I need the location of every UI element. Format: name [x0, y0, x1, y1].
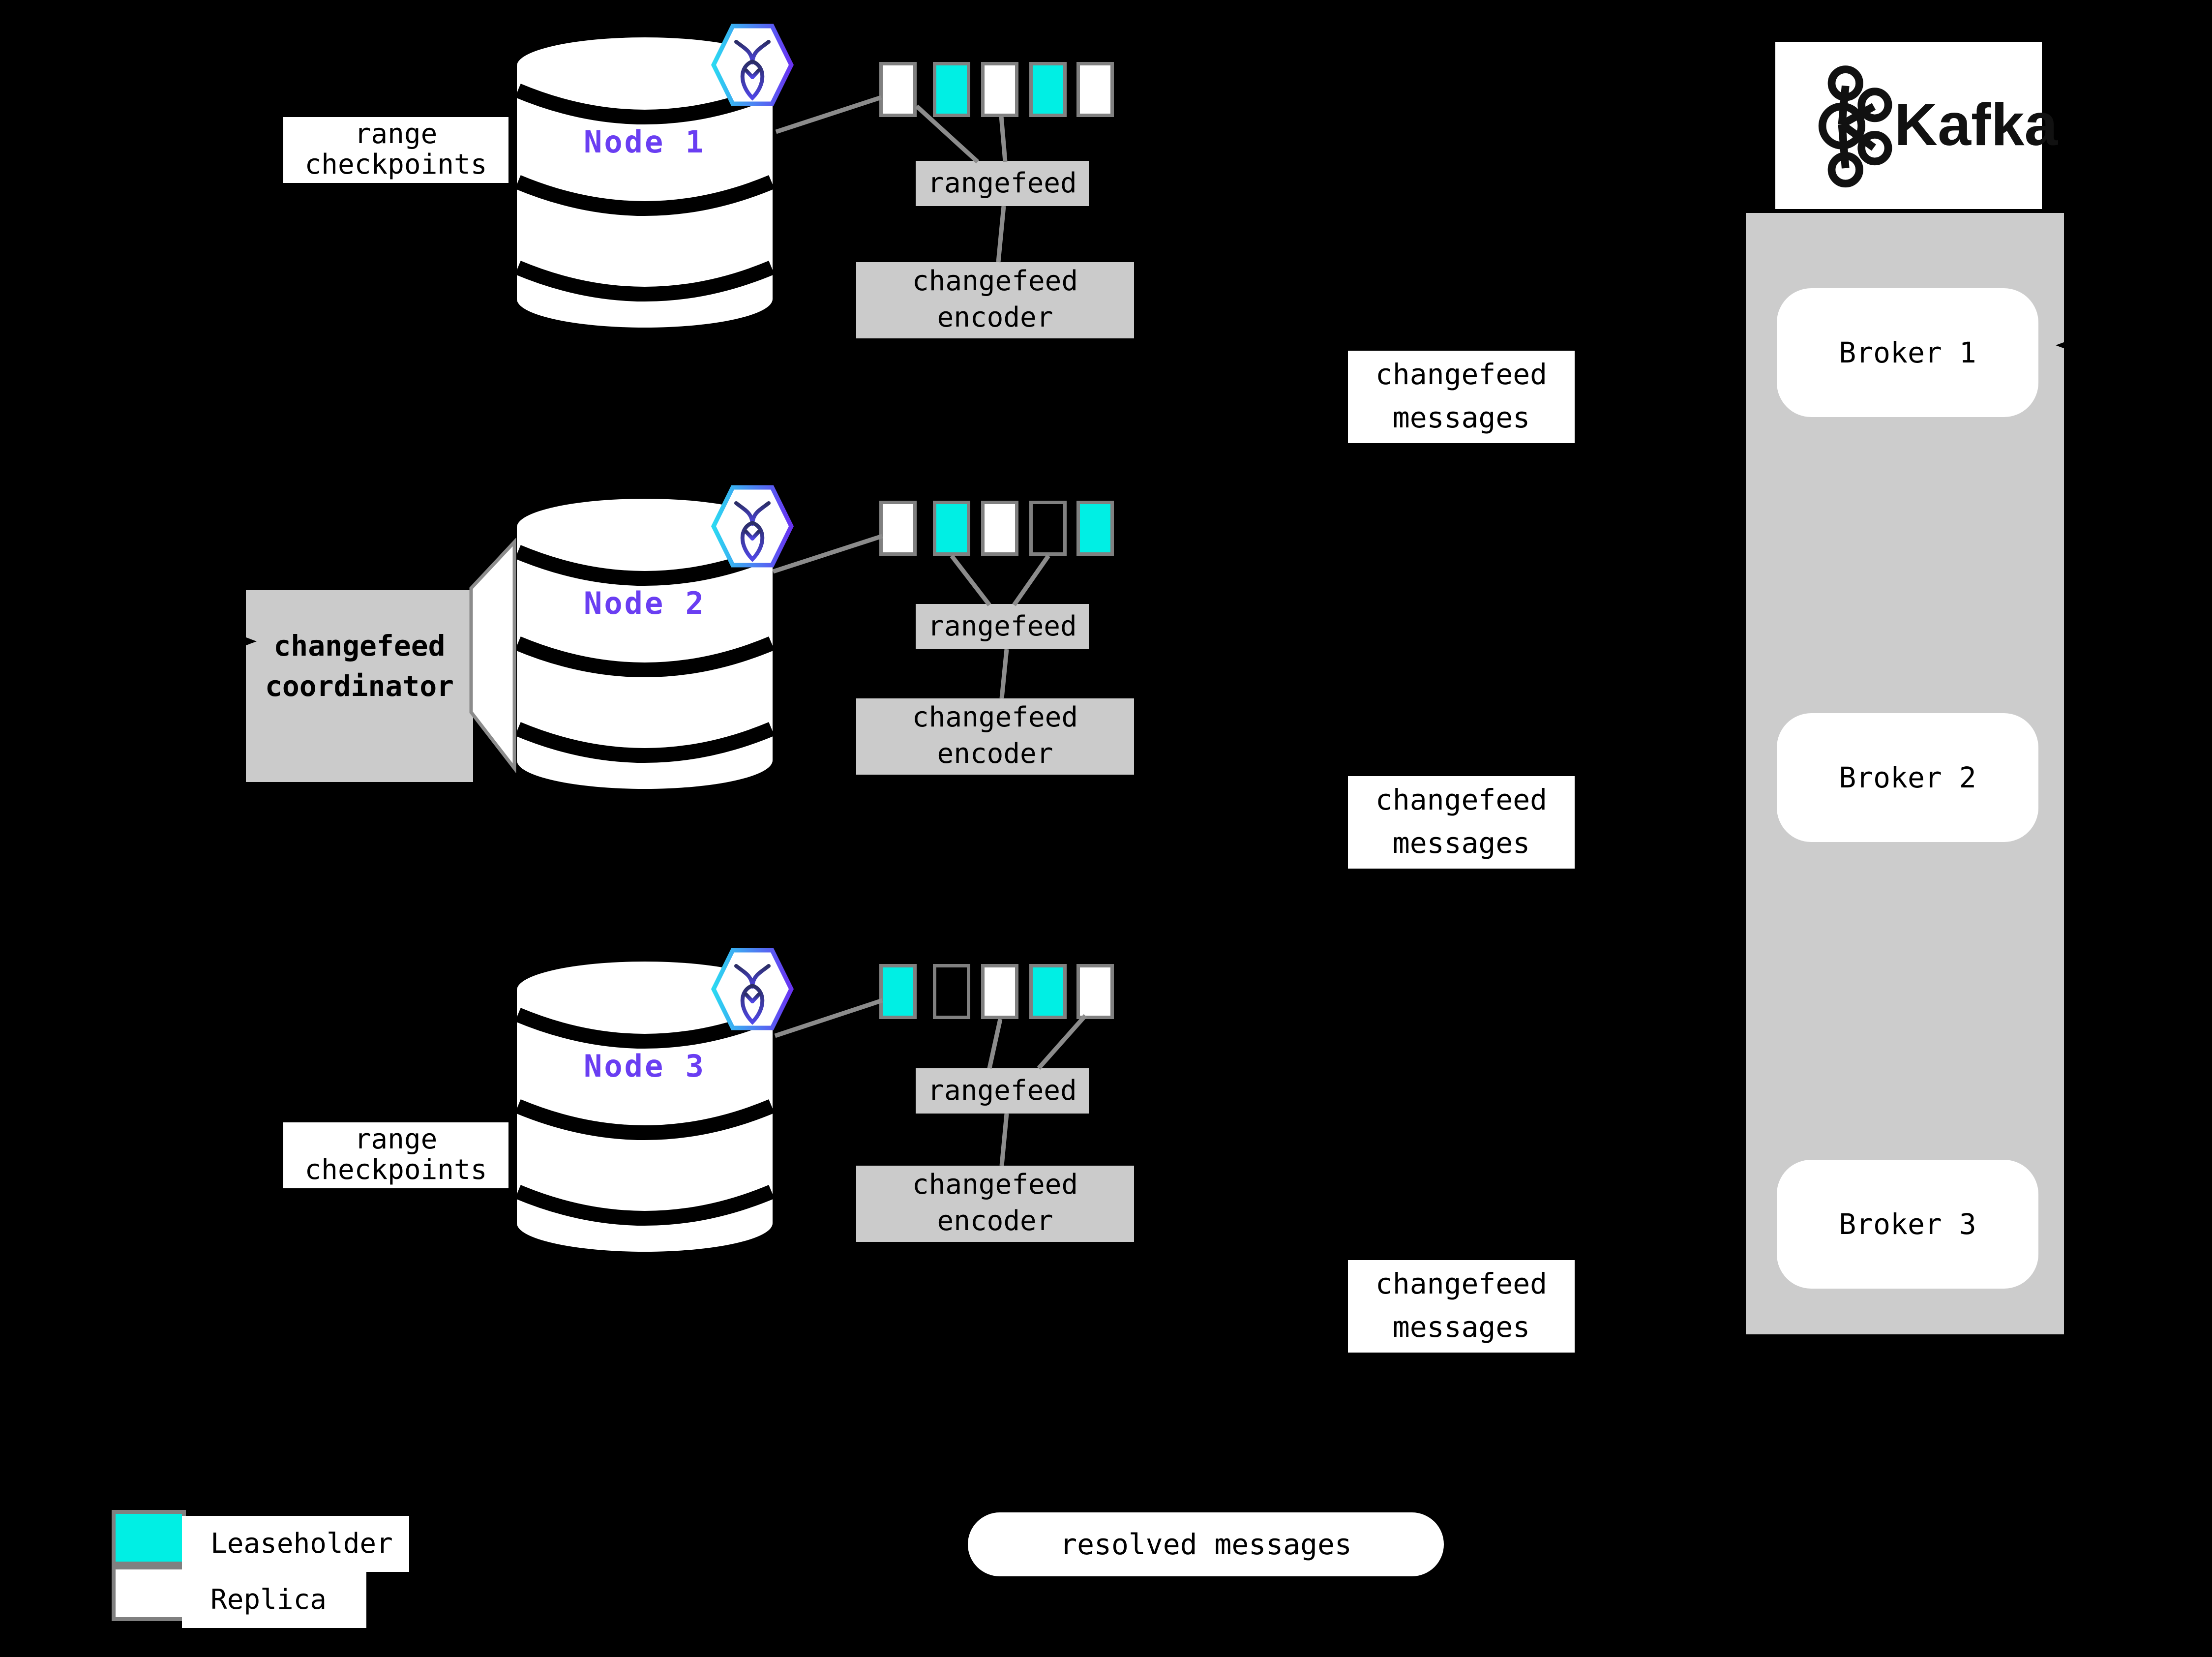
broker-box: Broker 1 [1777, 288, 2038, 417]
rangefeed-box: rangefeed [916, 604, 1089, 649]
replica-rect [933, 62, 970, 117]
changefeed-messages-label: changefeed messages [1348, 1260, 1575, 1353]
node-1-label: Node 1 [584, 124, 706, 160]
replica-rect [879, 62, 917, 117]
replica-rect [1029, 62, 1067, 117]
replica-rect [1076, 62, 1114, 117]
cockroachdb-icon [711, 948, 794, 1030]
replica-rect [1029, 964, 1067, 1019]
legend-swatch-leaseholder [112, 1510, 186, 1566]
replica-rect [879, 964, 917, 1019]
legend-swatch-replica [112, 1566, 186, 1621]
node-2-cylinder [515, 499, 775, 789]
replica-rect [981, 964, 1018, 1019]
changefeed-messages-label: changefeed messages [1348, 351, 1575, 443]
kafka-icon [1818, 65, 1892, 188]
broker-box: Broker 2 [1777, 713, 2038, 842]
replica-rect [1076, 501, 1114, 556]
changefeed-messages-label: changefeed messages [1348, 776, 1575, 869]
node-3-cylinder [515, 962, 775, 1252]
rangefeed-box: rangefeed [916, 1068, 1089, 1114]
legend-label-leaseholder: Leaseholder [182, 1516, 409, 1572]
changefeed-encoder-box: changefeed encoder [856, 262, 1134, 338]
replica-rect [981, 62, 1018, 117]
range-checkpoints-label: range checkpoints [283, 1122, 508, 1188]
changefeed-encoder-box: changefeed encoder [856, 698, 1134, 775]
broker-box: Broker 3 [1777, 1160, 2038, 1289]
replica-rect [933, 501, 970, 556]
range-checkpoints-label: range checkpoints [283, 117, 508, 183]
changefeed-coordinator-label: changefeed coordinator [246, 590, 473, 782]
coordinator-flag [469, 538, 516, 774]
replica-rect [1076, 964, 1114, 1019]
changefeed-encoder-box: changefeed encoder [856, 1166, 1134, 1242]
replica-rect [981, 501, 1018, 556]
replica-rect [1029, 501, 1067, 556]
cockroachdb-icon [711, 485, 794, 568]
resolved-messages-pill: resolved messages [968, 1512, 1444, 1576]
replica-rect [933, 964, 970, 1019]
replica-rect [879, 501, 917, 556]
kafka-logo: Kafka [1775, 42, 2058, 209]
node-1-cylinder [515, 37, 775, 328]
rangefeed-box: rangefeed [916, 161, 1089, 206]
legend-label-replica: Replica [182, 1572, 366, 1628]
node-2-label: Node 2 [584, 585, 706, 621]
node-3-label: Node 3 [584, 1048, 706, 1084]
kafka-wordmark: Kafka [1894, 91, 2058, 158]
cockroachdb-icon [711, 24, 794, 106]
